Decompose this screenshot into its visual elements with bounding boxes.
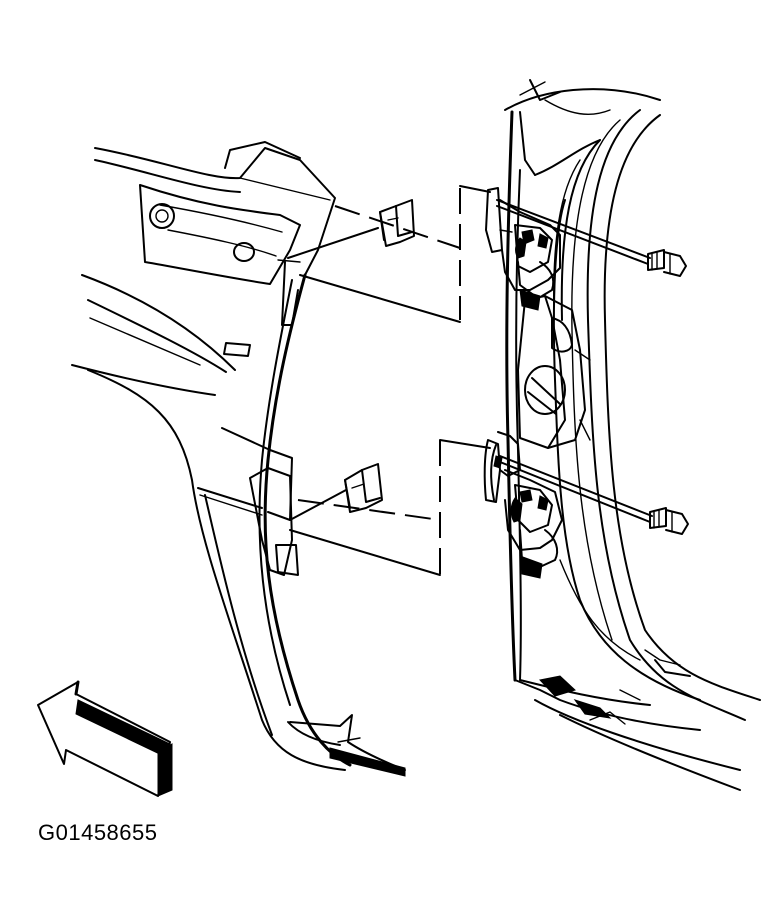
- alignment-lines: [287, 185, 491, 576]
- lower-hinge-clip: [344, 463, 383, 513]
- body-pillar: [504, 79, 761, 791]
- forward-arrow-icon: [37, 680, 173, 797]
- lower-bolt: [499, 455, 689, 535]
- lower-hinge: [483, 431, 563, 579]
- upper-bolt: [496, 199, 687, 277]
- upper-hinge-clip: [379, 199, 415, 247]
- upper-hinge: [485, 187, 561, 311]
- door-panel: [71, 141, 406, 777]
- figure-id-label: G01458655: [38, 820, 158, 845]
